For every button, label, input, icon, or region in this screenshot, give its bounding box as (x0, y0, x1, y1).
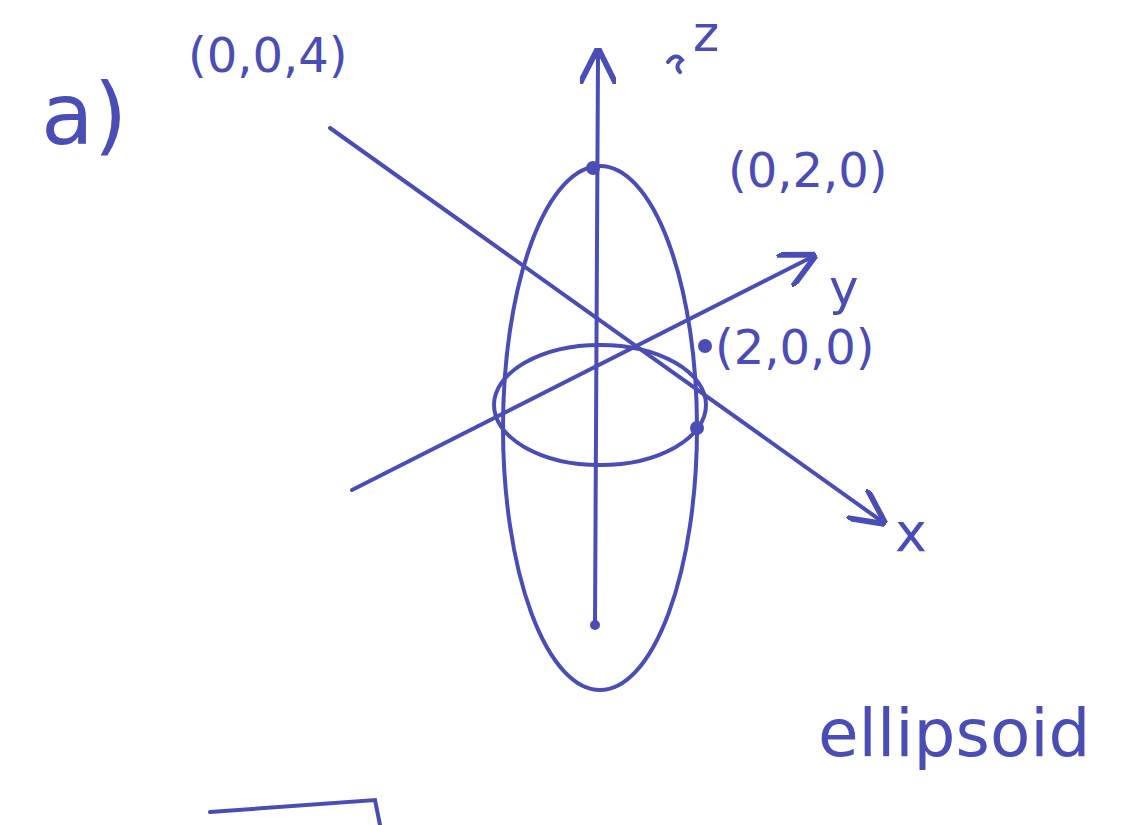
fragment-line (210, 800, 380, 825)
outer-ellipse (503, 166, 697, 690)
coordinate-label: (0,2,0) (725, 145, 891, 195)
coordinate-label: (0,0,4) (185, 30, 351, 80)
axis-name: z (690, 8, 722, 60)
z-axis (595, 55, 598, 625)
point-dot (590, 620, 600, 630)
axis-name: x (892, 505, 930, 561)
point-dot (690, 421, 704, 435)
shape-name: ellipsoid (815, 700, 1094, 768)
point-dot (586, 161, 600, 175)
scribble (668, 56, 682, 72)
part-letter: a) (38, 70, 130, 158)
axis-name: y (826, 262, 862, 314)
y-axis (352, 258, 810, 490)
point-dot (698, 339, 712, 353)
coordinate-label: (2,0,0) (712, 322, 878, 372)
